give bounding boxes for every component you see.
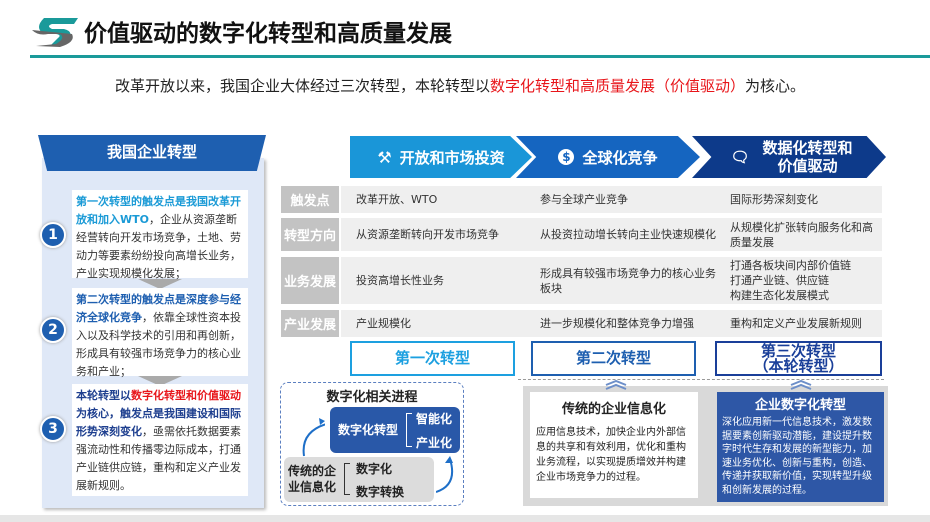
card-lead-highlight: 数字化转型和价值驱动 xyxy=(131,389,241,402)
card-body: 应用信息技术，加快企业内外部信息的共享和有效利用，优化和重构业务流程，以实现提质… xyxy=(536,427,686,483)
row-label: 触发点 xyxy=(281,186,339,213)
row-cell: 从规模化扩张转向服务化和高质量发展 xyxy=(730,220,873,249)
card-body: ，亟需依托数据要素强流动性和传播零边际成本，打通产业链供应链，重构和定义产业发展… xyxy=(76,425,241,492)
stage-open-market: ⚒ 开放和市场投资 xyxy=(350,136,532,178)
row-cell: 参与全球产业竞争 xyxy=(540,193,628,206)
row-body xyxy=(341,218,882,251)
footer-bar xyxy=(0,515,930,522)
page-title: 价值驱动的数字化转型和高质量发展 xyxy=(84,21,452,47)
intro-text: 改革开放以来，我国企业大体经过三次转型，本轮转型以数字化转型和高质量发展（价值驱… xyxy=(100,74,820,98)
digital-transformation-card: 企业数字化转型 深化应用新一代信息技术，激发数据要素创新驱动潜能，建设提升数字时… xyxy=(717,392,884,502)
card-lead: 第二次转型的触发点是深度参与经济全球化竞争 xyxy=(76,293,241,324)
stage-label: 全球化竞争 xyxy=(582,148,658,167)
curved-arrow-icon xyxy=(302,418,325,457)
row-cell: 形成具有较强市场竞争力的核心业务板块 xyxy=(540,266,716,295)
down-arrow-icon xyxy=(138,279,182,289)
traditional-it-card: 传统的企业信息化 应用信息技术，加快企业内外部信息的共享和有效利用，优化和重构业… xyxy=(530,392,698,498)
card-title: 企业数字化转型 xyxy=(754,398,846,413)
row-cell: 打通各板块间内部价值链 打通产业链、供应链 构建生态化发展模式 xyxy=(730,259,851,302)
card-body: ，企业从资源垄断经营转向开发市场竞争，土地、劳动力等要素纷纷投向高增长业务，产业… xyxy=(76,213,241,280)
down-arrow-icon xyxy=(138,376,182,386)
row-cell: 进一步规模化和整体竞争力增强 xyxy=(540,317,694,330)
generation-3: 第三次转型 （本轮转型） xyxy=(715,341,882,376)
box-label: 数字化转型 xyxy=(338,423,399,437)
generation-1: 第一次转型 xyxy=(350,341,515,376)
transformation-card-3: 本轮转型以数字化转型和价值驱动为核心，触发点是我国建设和国际形势深刻变化，亟需依… xyxy=(72,384,248,496)
process-item: 数字转换 xyxy=(356,485,405,499)
tools-icon: ⚒ xyxy=(377,147,392,167)
dashed-divider xyxy=(518,379,884,380)
money-bag-icon: $ xyxy=(558,149,575,165)
process-item: 产业化 xyxy=(416,436,453,450)
row-cell: 投资高增长性业务 xyxy=(356,274,444,287)
step-number-2: 2 xyxy=(40,317,66,343)
stage-label: 数据化转型和价值驱动 xyxy=(762,139,853,175)
row-cell: 国际形势深刻变化 xyxy=(730,193,818,206)
chat-icon: 🗨 xyxy=(730,148,750,166)
row-cell: 产业规模化 xyxy=(356,317,411,330)
row-cell: 从投资拉动增长转向主业快速规模化 xyxy=(540,228,716,241)
card-body: 深化应用新一代信息技术，激发数据要素创新驱动潜能，建设提升数字时代生存和发展的新… xyxy=(722,417,872,496)
digital-transformation-box: 数字化转型 智能化 产业化 xyxy=(330,407,460,453)
row-body xyxy=(341,186,882,213)
brace xyxy=(406,413,412,447)
panel-title: 我国企业转型 xyxy=(38,135,266,171)
row-cell: 重构和定义产业发展新规则 xyxy=(730,317,862,330)
digital-process-box xyxy=(280,382,464,506)
up-chevrons-icon xyxy=(790,380,812,390)
box-label: 传统的企 业信息化 xyxy=(288,464,337,494)
card-title: 传统的企业信息化 xyxy=(561,402,666,417)
generation-2: 第二次转型 xyxy=(531,341,696,376)
intro-part: 为核心。 xyxy=(745,77,806,95)
process-title: 数字化相关进程 xyxy=(326,390,418,405)
process-item: 智能化 xyxy=(416,412,453,426)
intro-part: 改革开放以来，我国企业大体经过三次转型，本轮转型以 xyxy=(114,77,490,95)
row-label: 产业发展 xyxy=(281,310,339,337)
process-item: 数字化 xyxy=(356,462,393,476)
row-label: 转型方向 xyxy=(281,218,339,251)
row-cell: 从资源垄断转向开发市场竞争 xyxy=(356,228,499,241)
title-divider xyxy=(30,55,930,58)
row-body xyxy=(341,257,882,304)
stage-data-value: 🗨 数据化转型和价值驱动 xyxy=(692,136,886,178)
step-number-3: 3 xyxy=(40,416,66,442)
brace xyxy=(344,463,350,495)
stage-globalization: $ 全球化竞争 xyxy=(516,136,700,178)
stage-label: 开放和市场投资 xyxy=(399,148,505,167)
company-logo xyxy=(32,18,78,47)
card-lead: 本轮转型以 xyxy=(76,389,131,402)
card-lead: 第一次转型的触发点是我国改革开放和加入WTO xyxy=(76,195,241,226)
row-body xyxy=(341,310,882,337)
transformation-card-2: 第二次转型的触发点是深度参与经济全球化竞争，依靠全球性资本投入以及科学技术的引用… xyxy=(72,288,248,378)
card-lead: 为核心，触发点是我国建设和国际形势深刻变化 xyxy=(76,407,241,438)
curved-arrow-icon xyxy=(436,456,454,493)
transformation-card-1: 第一次转型的触发点是我国改革开放和加入WTO，企业从资源垄断经营转向开发市场竞争… xyxy=(72,190,248,280)
row-cell: 改革开放、WTO xyxy=(356,193,438,206)
intro-highlight: 数字化转型和高质量发展（价值驱动） xyxy=(489,77,745,95)
step-number-1: 1 xyxy=(40,222,66,248)
row-label: 业务发展 xyxy=(281,257,339,304)
traditional-it-box: 传统的企 业信息化 数字化 数字转换 xyxy=(284,457,434,502)
up-chevrons-icon xyxy=(605,380,627,390)
card-body: ，依靠全球性资本投入以及科学技术的引用和再创新，形成具有较强市场竞争力的核心业务… xyxy=(76,311,241,378)
